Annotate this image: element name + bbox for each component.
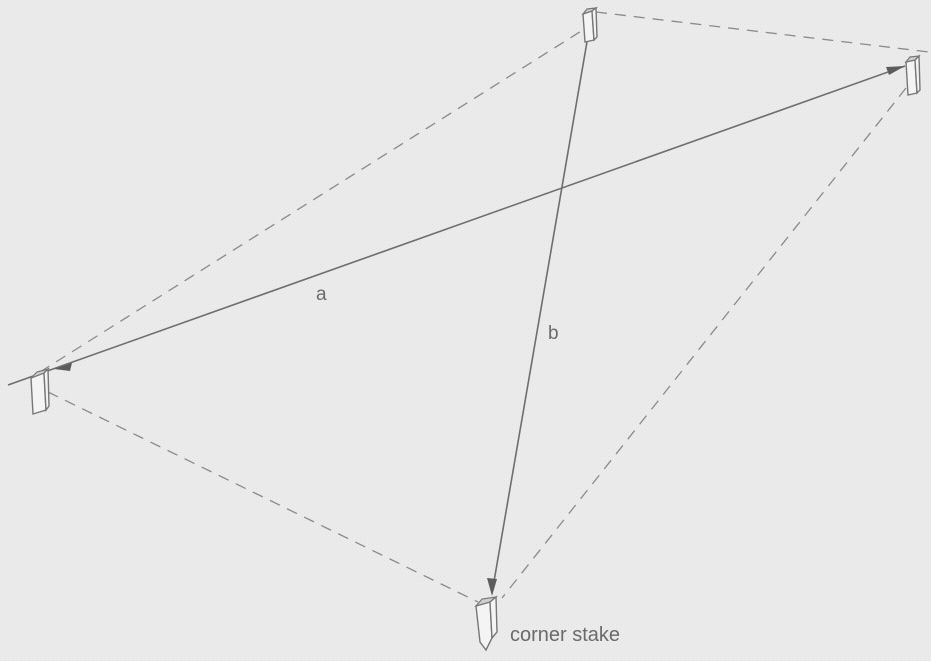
diagonal-b-arrow-down <box>487 578 497 596</box>
left-stake <box>30 367 51 415</box>
diagonal-b <box>487 35 589 596</box>
side-left-bottom <box>47 391 479 603</box>
corner-stake-label: corner stake <box>510 624 620 646</box>
bottom-corner-stake <box>474 595 499 652</box>
diagonal-b-line <box>491 35 589 594</box>
top-stake <box>581 6 599 43</box>
side-left-top <box>39 27 587 373</box>
diagonal-a-line <box>7 65 906 386</box>
diagonal-a-label: a <box>316 284 327 305</box>
diagonal-a-arrow-right <box>886 66 905 75</box>
right-stake <box>904 54 921 96</box>
diagonal-a <box>7 65 906 386</box>
diagonal-a-arrow-left <box>54 363 72 371</box>
side-right-bottom <box>501 87 907 599</box>
dashed-perimeter <box>39 11 930 603</box>
diagonal-b-label: b <box>548 323 559 344</box>
